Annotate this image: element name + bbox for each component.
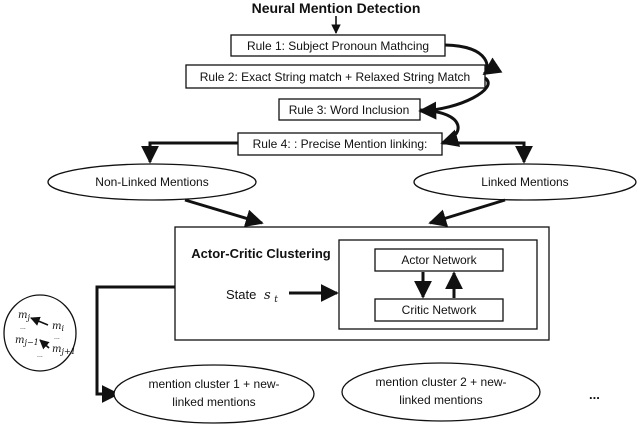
inset-arrow-2 [39,339,50,350]
mention-cluster-2-line1: mention cluster 2 + new- [375,375,506,389]
rule-box-1: Rule 1: Subject Pronoun Mathcing [230,34,446,57]
rule-label-2: Rule 2: Exact String match + Relaxed Str… [200,70,470,84]
actor-network-node: Actor Network [374,248,504,272]
rule-label-1: Rule 1: Subject Pronoun Mathcing [247,39,429,53]
inset-dots-2: ... [54,334,60,341]
rule-connector-1-2 [444,43,503,76]
rule-box-2: Rule 2: Exact String match + Relaxed Str… [185,64,486,89]
linked-mentions-label: Linked Mentions [481,175,568,189]
more-clusters-ellipsis: ... [589,387,600,402]
state-label: State s t [226,287,278,305]
inset-m-j-plus-1: mj+1 [52,344,76,356]
mention-cluster-1-line1: mention cluster 1 + new- [148,377,279,391]
arrow-non-linked-to-clustering [184,198,264,227]
non-linked-mentions-label: Non-Linked Mentions [95,175,208,189]
actor-critic-clustering-box: Actor-Critic Clustering State s t Actor … [174,226,550,341]
inset-arrow-1 [30,316,49,326]
rule-box-4: Rule 4: : Precise Mention linking: [237,132,443,156]
mention-cluster-1-line2: linked mentions [172,395,255,409]
critic-network-label: Critic Network [402,303,478,317]
actor-network-label: Actor Network [401,253,477,267]
rule-box-3: Rule 3: Word Inclusion [278,98,421,121]
inset-m-j: mj [18,310,30,322]
inset-dots-1: ... [20,324,26,331]
clustering-title: Actor-Critic Clustering [191,246,330,261]
diagram-title: Neural Mention Detection [252,0,421,16]
critic-network-node: Critic Network [374,298,504,322]
rule-connector-3-4 [419,108,461,147]
inset-dots-3: ... [37,352,43,359]
linked-mentions-node: Linked Mentions [413,163,637,201]
inset-m-j-minus-1: mj−1 [15,335,39,347]
inset-m-i: mi [52,321,64,333]
cluster-illustration-inset: mj mi ... ... mj−1 mj+1 ... [3,294,77,372]
non-linked-mentions-node: Non-Linked Mentions [47,163,257,201]
arrow-linked-to-clustering [428,198,506,227]
mention-cluster-2-node: mention cluster 2 + new- linked mentions [341,362,541,422]
rule-label-4: Rule 4: : Precise Mention linking: [253,137,428,151]
branch-right-line [442,141,533,164]
mention-cluster-1-node: mention cluster 1 + new- linked mentions [113,364,315,424]
rule-label-3: Rule 3: Word Inclusion [289,103,410,117]
mention-cluster-2-line2: linked mentions [399,393,482,407]
branch-left-line [141,141,238,164]
clustering-to-cluster-arrow [95,285,175,403]
